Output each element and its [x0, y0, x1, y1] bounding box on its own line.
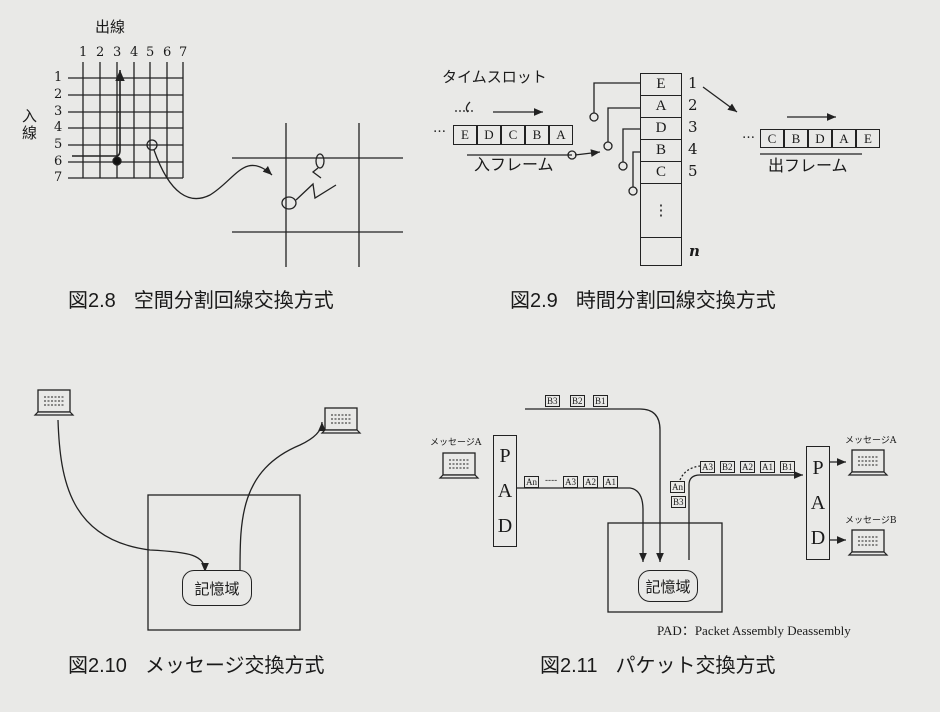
laptop-icon [34, 389, 74, 416]
buffer-cell: B [640, 139, 682, 162]
memory-area: 記憶域 [638, 570, 698, 602]
pad-left: P A D [493, 435, 517, 547]
figure-caption-2-11: 図2.11 パケット交換方式 [540, 655, 775, 676]
pad-letter: A [497, 479, 513, 502]
col-label: 5 [146, 45, 155, 60]
laptop-icon [848, 529, 888, 556]
caption-text: メッセージ交換方式 [144, 653, 325, 677]
buffer-cell: C [640, 161, 682, 184]
caption-text: 空間分割回線交換方式 [133, 288, 334, 312]
caption-number: 図2.10 [68, 655, 127, 677]
packet: B2 [570, 395, 585, 407]
packet: B1 [780, 461, 795, 473]
frame-slot: D [477, 125, 501, 145]
switch-box [147, 494, 301, 631]
frame-slot: E [856, 129, 880, 148]
col-label: 2 [96, 45, 105, 60]
row-label: 3 [54, 104, 63, 119]
caption-text: パケット交換方式 [615, 653, 776, 677]
slot-number: 5 [688, 162, 698, 180]
caption-number: 図2.8 [68, 290, 116, 312]
figure-caption-2-8: 図2.8 空間分割回線交換方式 [68, 290, 334, 311]
packet-gap: ---- [545, 476, 558, 486]
col-label: 4 [130, 45, 139, 60]
pad-letter: A [810, 491, 826, 514]
row-label: 2 [54, 87, 63, 102]
pad-letter: P [812, 456, 824, 479]
col-label: 7 [179, 45, 188, 60]
frame-slot: D [808, 129, 832, 148]
pad-footnote: PAD：Packet Assembly Deassembly [657, 623, 851, 638]
packet: B3 [671, 496, 686, 508]
packet: A1 [603, 476, 618, 488]
message-label: メッセージA [430, 438, 482, 448]
buffer-dots: ⋮ [640, 183, 682, 238]
slot-number: 1 [688, 74, 698, 92]
buffer-cell: A [640, 95, 682, 118]
memory-area: 記憶域 [182, 570, 252, 606]
packet: B3 [545, 395, 560, 407]
pad-letter: D [497, 514, 513, 537]
packet: An [524, 476, 539, 488]
frame-slot: B [525, 125, 549, 145]
crosspoint-closed [112, 156, 122, 166]
figure-caption-2-9: 図2.9 時間分割回線交換方式 [510, 290, 776, 311]
output-frame-label: 出フレーム [768, 156, 848, 175]
frame-slot: C [760, 129, 784, 148]
row-label: 1 [54, 70, 63, 85]
in-line-label: 入線 [22, 107, 38, 142]
laptop-icon [439, 452, 479, 479]
pad-letter: P [499, 444, 511, 467]
ellipsis: … [433, 121, 446, 136]
buffer-cell-n [640, 237, 682, 266]
connection-path [72, 70, 125, 157]
message-label: メッセージB [845, 516, 897, 526]
col-label: 3 [113, 45, 122, 60]
col-label: 1 [79, 45, 88, 60]
packet: A3 [563, 476, 578, 488]
laptop-icon [321, 407, 361, 434]
packet: B1 [593, 395, 608, 407]
pad-right: P A D [806, 446, 830, 560]
packet: B2 [720, 461, 735, 473]
packet: A2 [740, 461, 755, 473]
row-label: 6 [54, 154, 63, 169]
figure-caption-2-10: 図2.10 メッセージ交換方式 [68, 655, 325, 676]
ellipsis: … [742, 127, 755, 142]
packet-switch-box [607, 522, 723, 613]
buffer-cell: D [640, 117, 682, 140]
row-label: 7 [54, 170, 63, 185]
caption-number: 図2.11 [540, 655, 598, 677]
slot-number: 2 [688, 96, 698, 114]
slot-number: 4 [688, 140, 698, 158]
out-line-label: 出線 [95, 18, 126, 36]
pad-letter: D [810, 526, 826, 549]
frame-slot: E [453, 125, 477, 145]
frame-slot: B [784, 129, 808, 148]
crossbar-grid [68, 62, 184, 179]
packet: A3 [700, 461, 715, 473]
packet: A2 [583, 476, 598, 488]
timeslot-label: タイムスロット [442, 68, 547, 86]
frame-slot: A [549, 125, 573, 145]
buffer-cell: E [640, 73, 682, 96]
input-frame-label: 入フレーム [474, 155, 554, 174]
packet: A1 [760, 461, 775, 473]
packet: An [670, 481, 685, 493]
frame-slot: A [832, 129, 856, 148]
frame-slot: C [501, 125, 525, 145]
slot-number: 3 [688, 118, 698, 136]
message-label: メッセージA [845, 436, 897, 446]
row-label: 4 [54, 120, 63, 135]
laptop-icon [848, 449, 888, 476]
slot-number-n: n [689, 242, 700, 260]
col-label: 6 [163, 45, 172, 60]
caption-number: 図2.9 [510, 290, 558, 312]
crosspoint-open [146, 139, 158, 151]
row-label: 5 [54, 137, 63, 152]
caption-text: 時間分割回線交換方式 [575, 288, 776, 312]
